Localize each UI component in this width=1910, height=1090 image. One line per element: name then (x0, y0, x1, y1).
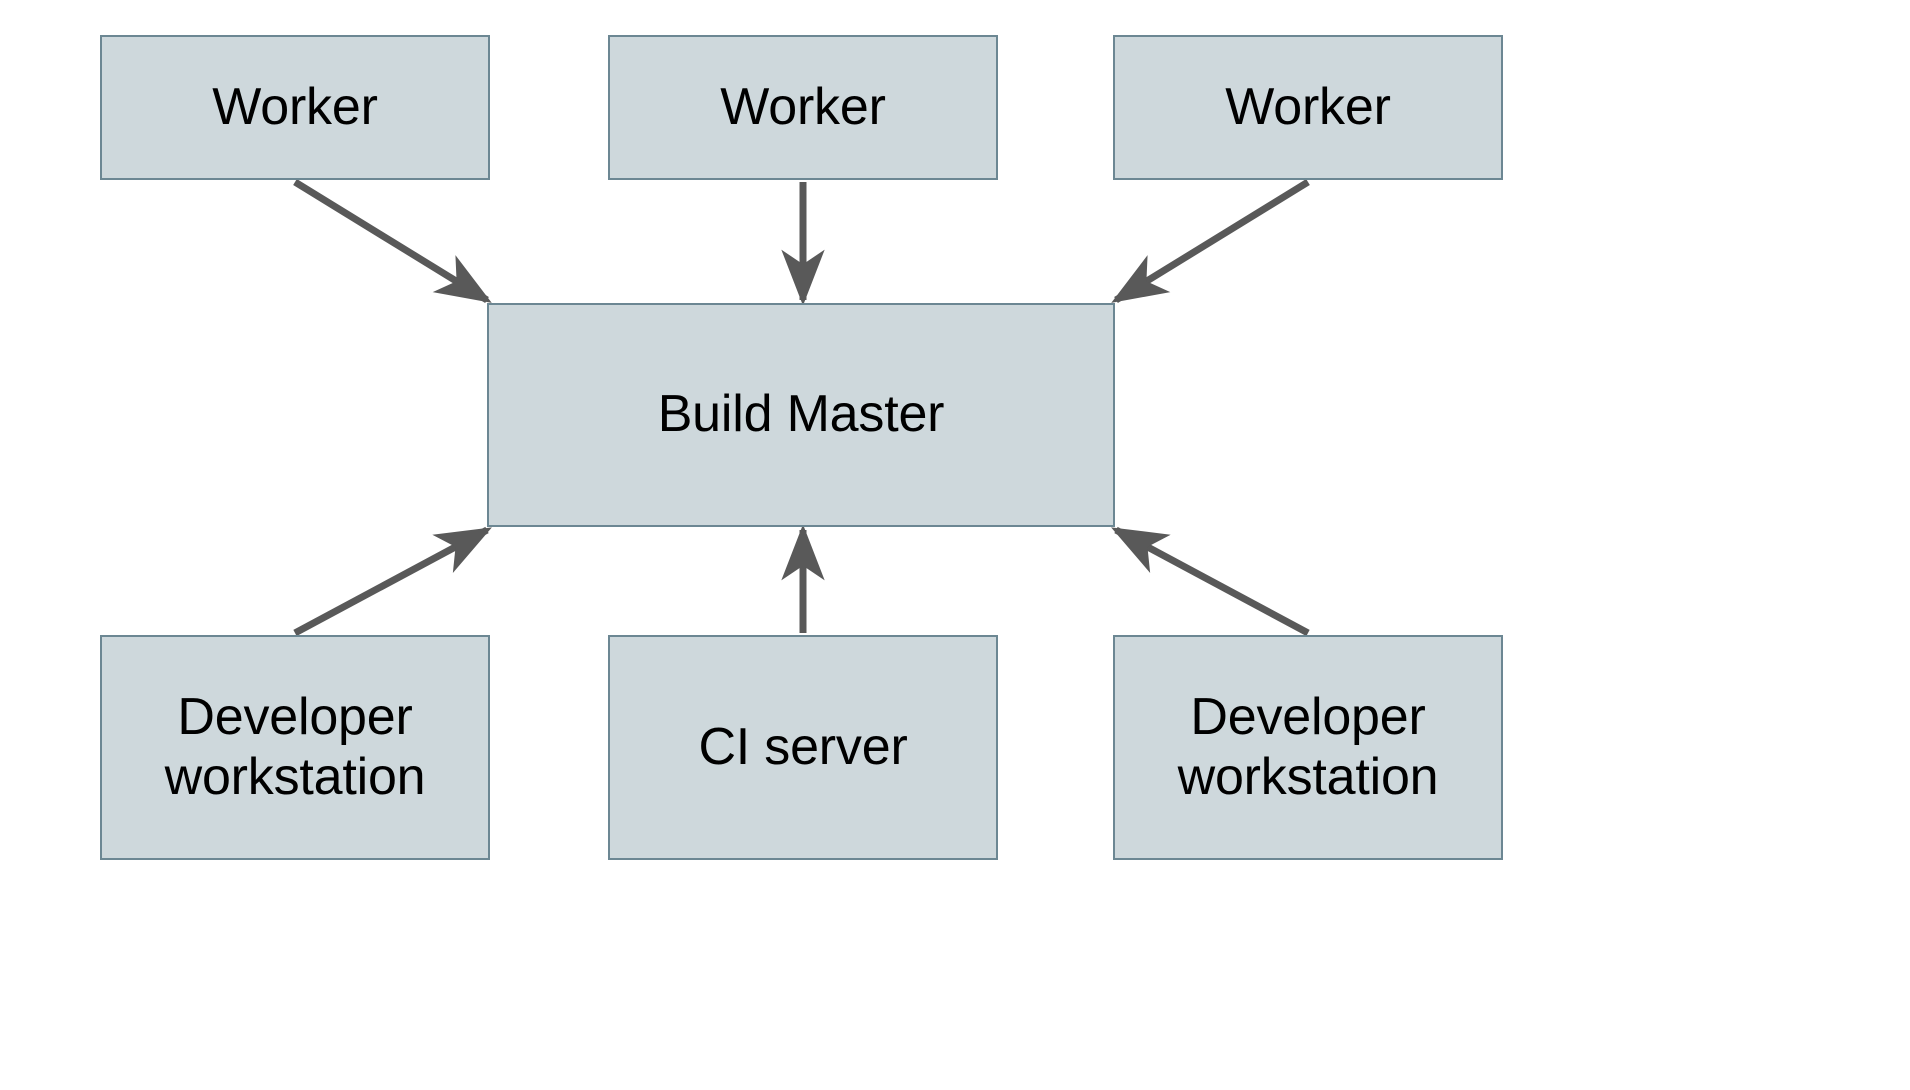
arrow-worker-1-to-build-master (293, 179, 492, 303)
node-developer-workstation-right[interactable]: Developer workstation (1113, 635, 1503, 860)
node-worker-2[interactable]: Worker (608, 35, 998, 180)
node-ci-server[interactable]: CI server (608, 635, 998, 860)
node-developer-workstation-left[interactable]: Developer workstation (100, 635, 490, 860)
arrow-developer-left-to-build-master (293, 526, 492, 637)
node-worker-1[interactable]: Worker (100, 35, 490, 180)
node-build-master[interactable]: Build Master (487, 303, 1115, 527)
arrow-developer-right-to-build-master (1111, 526, 1310, 637)
arrow-worker-3-to-build-master (1111, 179, 1310, 303)
node-worker-3[interactable]: Worker (1113, 35, 1503, 180)
